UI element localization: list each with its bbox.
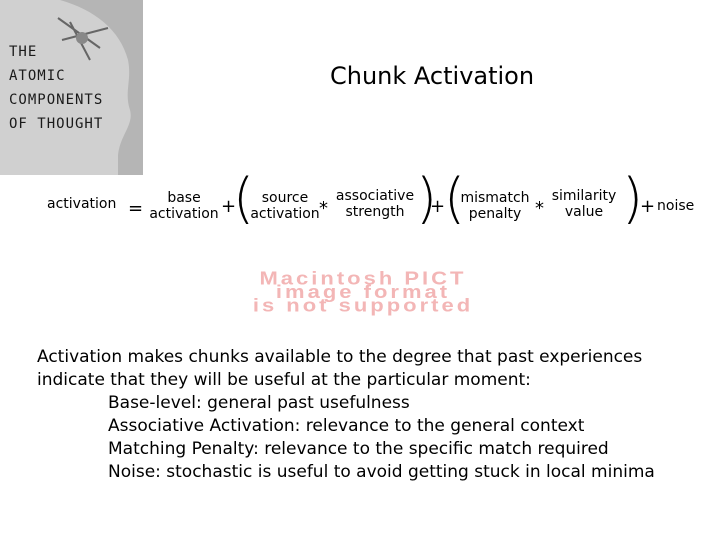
eq-times: * xyxy=(319,198,328,219)
head-profile-icon xyxy=(57,0,143,175)
eq-similarity-value: similarity value xyxy=(547,188,621,220)
eq-source-line2: activation xyxy=(250,206,320,222)
intro-line: indicate that they will be useful at the… xyxy=(37,370,531,390)
pict-line: image format xyxy=(275,280,451,303)
close-paren: ) xyxy=(416,167,438,230)
eq-plus: + xyxy=(430,196,446,217)
logo-line: OF THOUGHT xyxy=(9,116,104,132)
eq-source-line1: source xyxy=(261,190,309,206)
eq-sim-line1: similarity xyxy=(551,188,617,204)
body-text: Activation makes chunks available to the… xyxy=(37,346,707,484)
list-item: Matching Penalty: relevance to the speci… xyxy=(108,439,609,459)
slide-title: Chunk Activation xyxy=(330,62,535,90)
logo-line: THE xyxy=(9,44,38,60)
intro-line: Activation makes chunks available to the… xyxy=(37,347,643,367)
list-item: Base-level: general past usefulness xyxy=(108,393,410,413)
eq-lhs: activation xyxy=(47,196,117,212)
unsupported-image-placeholder: Macintosh PICT image format is not suppo… xyxy=(128,267,598,316)
list-item: Associative Activation: relevance to the… xyxy=(108,416,585,436)
eq-base-line1: base xyxy=(167,190,201,206)
eq-times: * xyxy=(535,198,544,219)
pict-line: Macintosh PICT xyxy=(259,267,467,289)
atomic-components-logo: THE ATOMIC COMPONENTS OF THOUGHT xyxy=(0,0,143,175)
pict-line: is not supported xyxy=(252,294,474,316)
close-paren: ) xyxy=(622,167,644,230)
eq-assoc-line1: associative xyxy=(335,188,415,204)
eq-equals: = xyxy=(128,198,144,219)
eq-mismatch-penalty: mismatch penalty xyxy=(460,190,530,222)
eq-sim-line2: value xyxy=(564,204,604,220)
eq-mismatch-line1: mismatch xyxy=(460,190,530,206)
open-paren: ( xyxy=(444,167,466,230)
eq-mismatch-line2: penalty xyxy=(468,206,522,222)
eq-base-activation: base activation xyxy=(146,190,222,222)
eq-source-activation: source activation xyxy=(249,190,321,222)
eq-plus: + xyxy=(640,196,656,217)
eq-assoc-line2: strength xyxy=(345,204,405,220)
list-item: Noise: stochastic is useful to avoid get… xyxy=(108,462,655,482)
eq-assoc-strength: associative strength xyxy=(333,188,417,220)
logo-line: ATOMIC xyxy=(9,68,66,84)
logo-line: COMPONENTS xyxy=(9,92,104,108)
eq-plus: + xyxy=(221,196,237,217)
eq-noise: noise xyxy=(657,198,695,214)
eq-base-line2: activation xyxy=(149,206,219,222)
open-paren: ( xyxy=(233,167,255,230)
